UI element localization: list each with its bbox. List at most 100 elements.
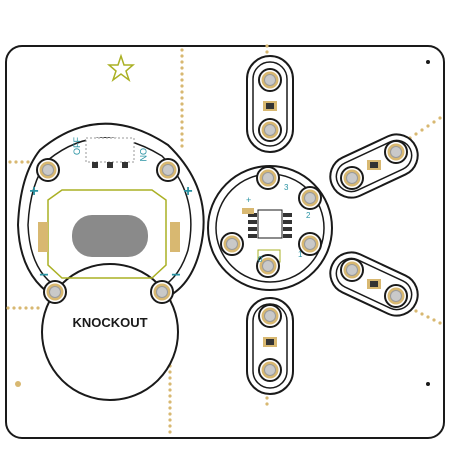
battery-icon	[72, 215, 148, 257]
via-dot	[180, 114, 184, 118]
led-pad[interactable]	[258, 68, 282, 92]
switch-pad	[107, 162, 113, 168]
mounting-hole	[426, 382, 430, 386]
led-icon	[263, 101, 277, 111]
via-dot	[36, 306, 40, 310]
star-icon	[106, 53, 136, 83]
led-icon	[367, 160, 381, 170]
battery-plus-left: +	[29, 183, 38, 200]
via-dot	[265, 396, 269, 400]
mounting-hole	[15, 381, 21, 387]
via-dot	[432, 318, 436, 322]
led-pad[interactable]	[258, 118, 282, 142]
via-dot	[20, 160, 24, 164]
via-dot	[168, 376, 172, 380]
via-dot	[6, 306, 10, 310]
mounting-hole	[426, 60, 430, 64]
via-dot	[438, 116, 442, 120]
via-dot	[180, 60, 184, 64]
led-pad[interactable]	[258, 358, 282, 382]
via-dot	[180, 84, 184, 88]
led-module-top-inner	[252, 61, 288, 147]
via-dot	[180, 72, 184, 76]
battery-holder	[47, 189, 167, 279]
via-dot	[432, 120, 436, 124]
battery-pad[interactable]	[156, 158, 180, 182]
via-dot	[180, 48, 184, 52]
via-dot	[180, 132, 184, 136]
power-switch	[85, 137, 135, 163]
led-pad[interactable]	[258, 304, 282, 328]
via-dot	[180, 54, 184, 58]
hub-pad-label-0: 0	[258, 255, 263, 264]
led-pad[interactable]	[384, 284, 408, 308]
battery-minus-left: −	[39, 267, 48, 284]
via-dot	[168, 412, 172, 416]
via-dot	[168, 388, 172, 392]
via-dot	[265, 402, 269, 406]
via-dot	[180, 138, 184, 142]
via-dot	[414, 132, 418, 136]
via-dot	[180, 126, 184, 130]
hub-pad-label-2: 2	[306, 211, 311, 220]
via-dot	[180, 78, 184, 82]
via-dot	[168, 370, 172, 374]
via-dot	[420, 128, 424, 132]
via-dot	[168, 424, 172, 428]
switch-pad	[92, 162, 98, 168]
battery-contact	[170, 222, 180, 252]
hub-pad-left[interactable]	[220, 232, 244, 256]
hub-plus: +	[246, 195, 251, 205]
via-dot	[414, 309, 418, 313]
hub-pad-3[interactable]	[256, 166, 280, 190]
led-pad[interactable]	[384, 140, 408, 164]
via-dot	[14, 160, 18, 164]
led-icon	[263, 337, 277, 347]
via-dot	[168, 400, 172, 404]
battery-pad[interactable]	[36, 158, 60, 182]
led-pad[interactable]	[340, 258, 364, 282]
knockout-label: KNOCKOUT	[72, 315, 147, 330]
via-dot	[168, 406, 172, 410]
via-dot	[168, 382, 172, 386]
via-dot	[168, 430, 172, 434]
via-dot	[180, 96, 184, 100]
via-dot	[168, 394, 172, 398]
battery-contact	[38, 222, 48, 252]
chip-icon	[257, 209, 283, 239]
via-dot	[12, 306, 16, 310]
chip-pins	[248, 213, 292, 238]
via-dot	[420, 312, 424, 316]
via-dot	[180, 102, 184, 106]
hub-pad-2[interactable]	[298, 186, 322, 210]
via-dot	[8, 160, 12, 164]
switch-off-label: OFF	[72, 137, 82, 155]
via-dot	[18, 306, 22, 310]
via-dot	[168, 418, 172, 422]
switch-pad	[122, 162, 128, 168]
via-dot	[438, 321, 442, 325]
via-dot	[30, 306, 34, 310]
switch-on-label: ON	[138, 148, 148, 162]
via-dot	[24, 306, 28, 310]
battery-minus-right: −	[171, 267, 180, 284]
via-dot	[426, 315, 430, 319]
hub-led	[242, 208, 254, 214]
via-dot	[180, 90, 184, 94]
via-dot	[180, 66, 184, 70]
knockout-area	[41, 263, 179, 401]
led-icon	[367, 279, 381, 289]
via-dot	[265, 50, 269, 54]
battery-pad[interactable]	[150, 280, 174, 304]
led-pad[interactable]	[340, 166, 364, 190]
hub-pad-label-1: 1	[298, 250, 303, 259]
via-dot	[426, 124, 430, 128]
via-dot	[180, 144, 184, 148]
hub-pad-label-3: 3	[284, 183, 289, 192]
via-dot	[180, 120, 184, 124]
battery-pad[interactable]	[43, 280, 67, 304]
via-dot	[265, 44, 269, 48]
via-dot	[180, 108, 184, 112]
battery-plus-right: +	[183, 183, 192, 200]
